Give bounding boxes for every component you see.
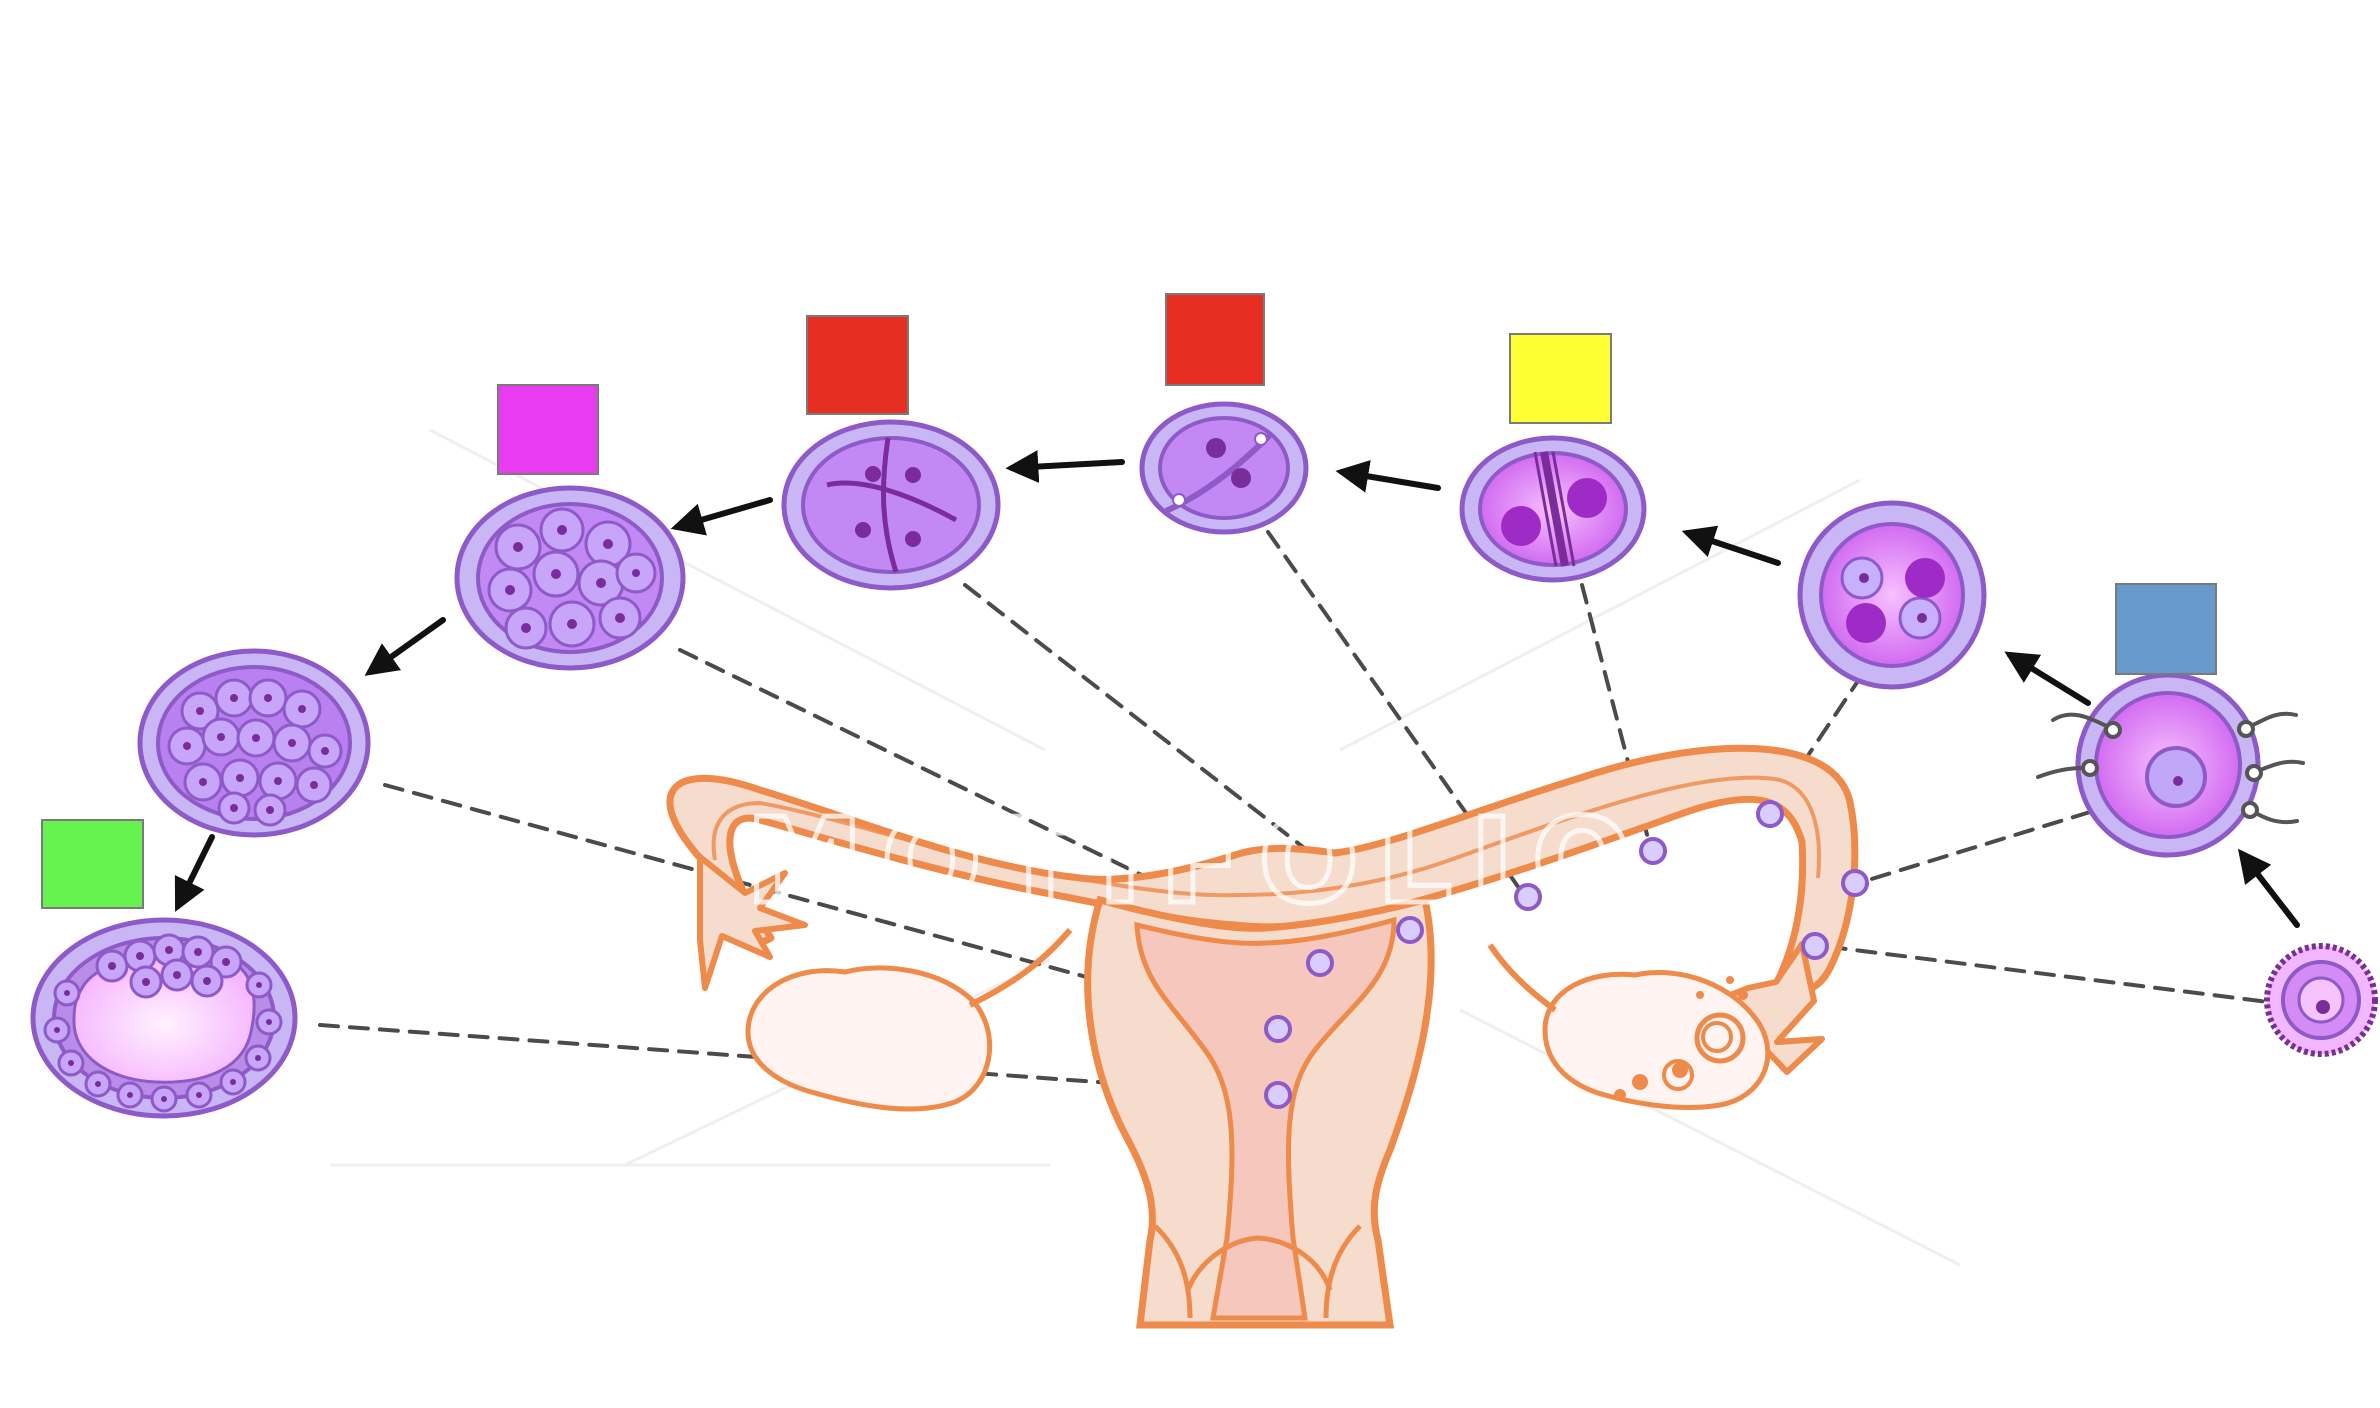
sperm-icon-group (2036, 711, 2305, 825)
red-label-box-four-cell (806, 315, 909, 415)
left-ovary-icon (745, 928, 1073, 1112)
position-markers (1264, 800, 1869, 1109)
right-ovary-icon (1487, 943, 1771, 1110)
blue-label-box (2115, 583, 2217, 675)
yellow-label-box (1509, 333, 1612, 424)
left-fimbriae-icon (697, 854, 808, 991)
morula-icon (454, 485, 686, 671)
pronuclei-icon (1797, 500, 1987, 690)
magenta-label-box (497, 384, 599, 475)
color-label-boxes (41, 293, 2217, 909)
green-label-box (41, 819, 144, 909)
uterus-and-ovaries (666, 744, 1869, 1329)
guide-lines (330, 428, 1961, 1267)
uterus-icon (1084, 895, 1435, 1329)
four-cell-icon (781, 419, 1001, 591)
development-stages (30, 401, 2378, 1119)
zygote-division-icon (1459, 435, 1647, 583)
watermark-text: MOTIFOLIO (746, 792, 1650, 930)
blastocyst-icon (30, 917, 298, 1119)
development-arrows (174, 450, 2300, 928)
compact-morula-icon (137, 648, 371, 838)
two-cell-icon (1139, 401, 1309, 535)
red-label-box-two-cell (1165, 293, 1265, 386)
fertilization-icon (2036, 672, 2305, 858)
oocyte-icon (2264, 943, 2378, 1057)
